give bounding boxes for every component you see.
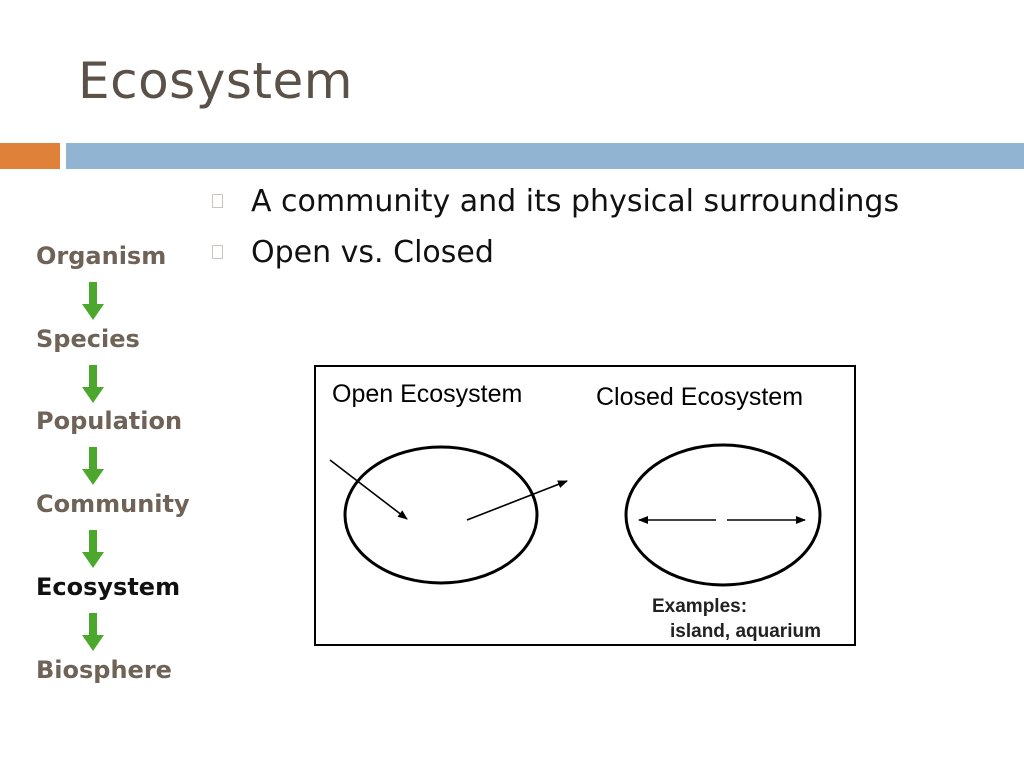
down-arrow-icon [82,447,104,485]
page-title: Ecosystem [78,52,353,110]
down-arrow-icon [82,530,104,568]
accent-bar-orange [0,143,60,169]
down-arrow-icon [82,282,104,320]
accent-bar-blue [66,143,1024,169]
bullet-text: A community and its physical surrounding… [251,184,900,219]
open-ecosystem-label: Open Ecosystem [332,380,522,408]
hierarchy-level-population: Population [36,407,183,435]
bullet-marker [212,194,223,208]
ecosystem-diagram: Open Ecosystem Closed Ecosystem Examples… [314,365,856,646]
open-ecosystem-circle [343,445,539,585]
hierarchy-level-ecosystem: Ecosystem [36,573,181,601]
hierarchy-level-community: Community [36,490,190,518]
hierarchy-level-species: Species [36,325,140,353]
bullet-marker [212,245,223,259]
diagram-frame [314,365,856,646]
down-arrow-icon [82,613,104,651]
down-arrow-icon [82,365,104,403]
closed-ecosystem-label: Closed Ecosystem [596,383,803,411]
examples-value: island, aquarium [670,621,821,642]
energy-out-arrow [466,480,568,521]
bullet-text: Open vs. Closed [251,235,494,270]
closed-ecosystem-circle [624,443,822,587]
hierarchy-level-biosphere: Biosphere [36,656,172,684]
examples-label: Examples: [652,596,747,617]
hierarchy-level-organism: Organism [36,242,167,270]
energy-in-arrow [329,459,408,520]
